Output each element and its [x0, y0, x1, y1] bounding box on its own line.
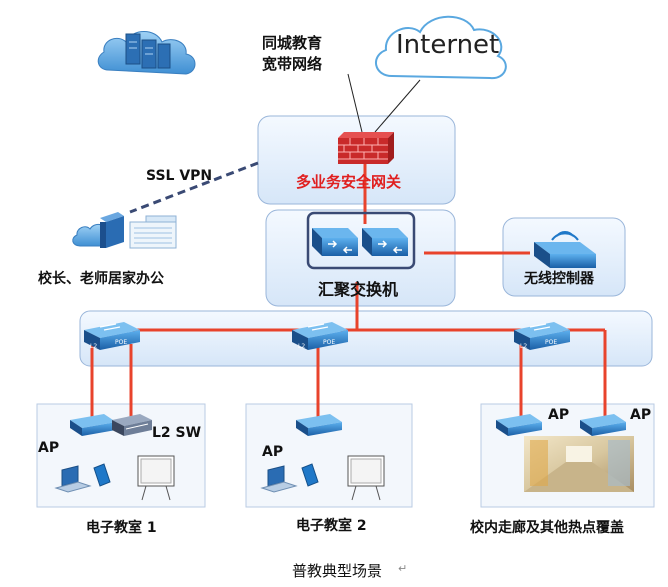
internet-label: Internet [396, 30, 500, 60]
aggregation-switch-label: 汇聚交换机 [318, 280, 399, 299]
ap-1-icon [70, 414, 116, 436]
switch-unit-right [362, 228, 408, 256]
metro-network-label-line2: 宽带网络 [262, 55, 323, 73]
classroom-1-label: 电子教室 1 [86, 520, 157, 536]
access-switch-2-icon [292, 322, 348, 350]
access-switch-3-icon [514, 322, 570, 350]
ssl-vpn-label: SSL VPN [146, 168, 213, 184]
laptop-icon [260, 465, 298, 493]
internet-cloud-icon [375, 15, 507, 80]
switch-3-tag-poe: POE [545, 339, 557, 346]
switch-1-tag-poe: POE [115, 339, 127, 346]
link-ssl-vpn [129, 161, 259, 214]
ap-2-label: AP [262, 444, 284, 460]
server-icon [125, 33, 171, 69]
tablet-icon [93, 463, 111, 487]
switch-3-tag-l2: L2 [520, 343, 527, 350]
corridor-label: 校内走廊及其他热点覆盖 [470, 520, 624, 536]
figure-caption: 普教典型场景 [292, 562, 383, 580]
l2-switch-icon [112, 414, 152, 436]
home-office-icons [72, 212, 177, 249]
switch-1-tag-l2: L2 [90, 343, 97, 350]
access-switch-1-icon [84, 322, 140, 350]
aggregation-switch-icon [306, 211, 416, 270]
link-internet-to-gateway [374, 79, 421, 133]
classroom-2-label: 电子教室 2 [296, 518, 367, 534]
wireless-controller-icon [534, 231, 596, 268]
desktop-tower-icon [100, 212, 124, 248]
ap-1-label: AP [38, 440, 60, 456]
link-metro-to-gateway [347, 73, 363, 133]
metro-network-cloud-icon [97, 31, 196, 75]
tablet-icon [301, 463, 319, 487]
gateway-label: 多业务安全网关 [296, 173, 402, 191]
switch-2-tag-poe: POE [323, 339, 335, 346]
laptop-icon [54, 465, 92, 493]
whiteboard-icon [347, 455, 385, 501]
firewall-icon [338, 132, 394, 164]
access-switch-panel [79, 310, 653, 367]
ap-3a-icon [496, 414, 542, 436]
l2-sw-label: L2 SW [152, 425, 202, 441]
switch-2-tag-l2: L2 [298, 343, 305, 350]
ap-3a-label: AP [548, 407, 570, 423]
ap-2-icon [296, 414, 342, 436]
ap-3b-icon [580, 414, 626, 436]
monitor-icon [129, 215, 177, 249]
wireless-controller-label: 无线控制器 [524, 271, 594, 287]
switch-unit-left [312, 228, 358, 256]
whiteboard-icon [137, 455, 175, 501]
corridor-photo [524, 436, 634, 492]
home-office-label: 校长、老师居家办公 [38, 271, 164, 287]
ap-3b-label: AP [630, 407, 652, 423]
metro-network-label-line1: 同城教育 [262, 34, 323, 52]
paragraph-mark-icon: ↵ [398, 562, 408, 575]
wifi-symbol-icon [551, 231, 579, 241]
